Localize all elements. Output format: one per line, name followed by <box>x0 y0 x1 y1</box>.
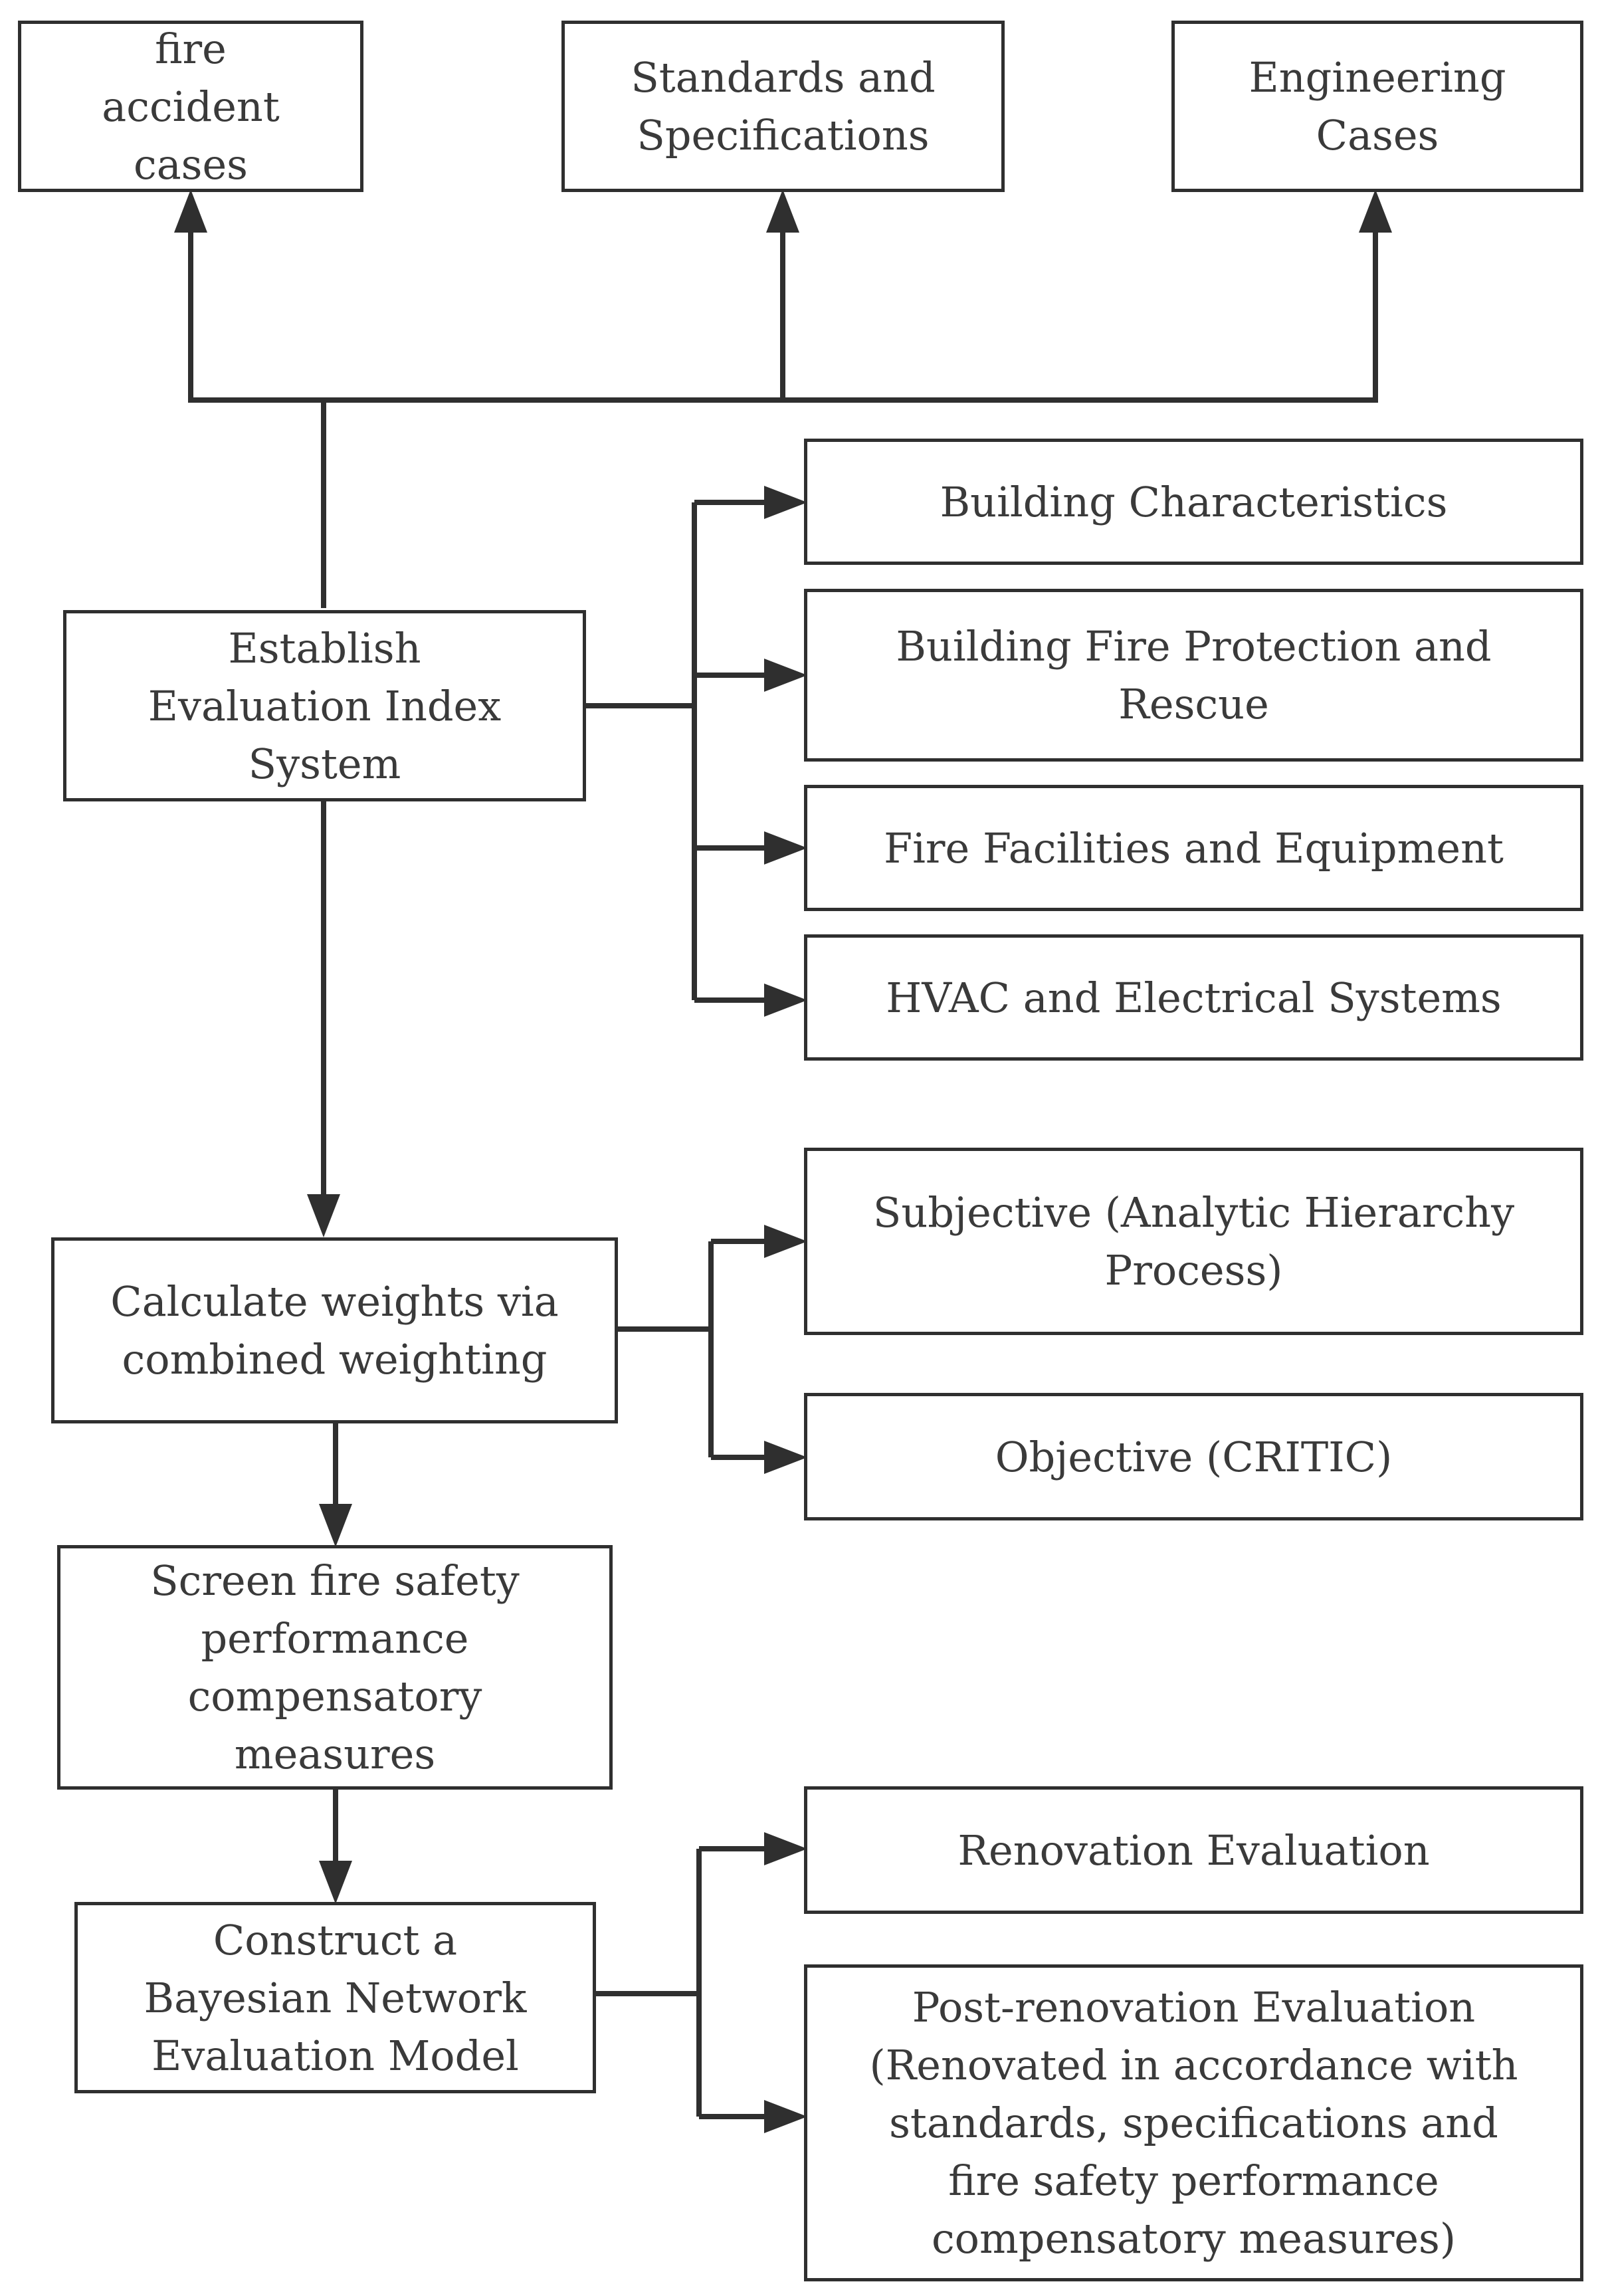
renovation-evaluation-box: Renovation Evaluation <box>804 1786 1583 1914</box>
arrowhead-down-bayesian <box>319 1861 352 1904</box>
establish-index-system-label: Establish Evaluation Index System <box>148 623 502 788</box>
fire-accident-cases-label: fire accident cases <box>102 24 280 189</box>
subjective-ahp-label: Subjective (Analytic Hierarchy Process) <box>872 1188 1515 1295</box>
arrowhead-right-building-characteristics <box>764 486 807 519</box>
hvac-electrical-label: HVAC and Electrical Systems <box>886 973 1502 1022</box>
connector-bus-to-standards <box>191 229 785 403</box>
engineering-cases-label: Engineering Cases <box>1249 53 1506 159</box>
building-characteristics-label: Building Characteristics <box>940 477 1448 526</box>
arrowhead-right-renovation-eval <box>764 1832 807 1865</box>
arrowhead-right-subjective <box>764 1225 807 1258</box>
fire-facilities-box: Fire Facilities and Equipment <box>804 785 1583 911</box>
objective-critic-label: Objective (CRITIC) <box>995 1432 1393 1481</box>
post-renovation-evaluation-label: Post-renovation Evaluation (Renovated in… <box>869 1983 1518 2263</box>
connector-bus-to-engineering <box>783 229 1378 403</box>
fire-accident-cases-box: fire accident cases <box>18 21 363 192</box>
arrowhead-down-weighting <box>307 1194 340 1237</box>
bayesian-network-model-label: Construct a Bayesian Network Evaluation … <box>144 1915 527 2080</box>
post-renovation-evaluation-box: Post-renovation Evaluation (Renovated in… <box>804 1964 1583 2281</box>
arrowhead-up-fire-cases <box>174 189 207 233</box>
screen-compensatory-measures-label: Screen fire safety performance compensat… <box>150 1556 520 1778</box>
standards-specifications-box: Standards and Specifications <box>561 21 1005 192</box>
combined-weighting-label: Calculate weights via combined weighting <box>110 1277 559 1384</box>
combined-weighting-box: Calculate weights via combined weighting <box>51 1237 618 1423</box>
arrowhead-up-standards <box>766 189 799 233</box>
engineering-cases-box: Engineering Cases <box>1171 21 1583 192</box>
arrowhead-right-post-renovation-eval <box>764 2100 807 2133</box>
building-characteristics-box: Building Characteristics <box>804 439 1583 565</box>
renovation-evaluation-label: Renovation Evaluation <box>957 1826 1430 1875</box>
establish-index-system-box: Establish Evaluation Index System <box>63 610 586 801</box>
screen-compensatory-measures-box: Screen fire safety performance compensat… <box>57 1545 613 1790</box>
connector-index-to-sources <box>188 229 326 608</box>
arrowhead-up-engineering <box>1359 189 1392 233</box>
objective-critic-box: Objective (CRITIC) <box>804 1393 1583 1520</box>
subjective-ahp-box: Subjective (Analytic Hierarchy Process) <box>804 1148 1583 1335</box>
building-fire-protection-box: Building Fire Protection and Rescue <box>804 589 1583 762</box>
fire-facilities-label: Fire Facilities and Equipment <box>884 823 1504 873</box>
arrowhead-right-fire-protection <box>764 659 807 692</box>
hvac-electrical-box: HVAC and Electrical Systems <box>804 934 1583 1061</box>
arrowhead-right-hvac <box>764 984 807 1017</box>
standards-specifications-label: Standards and Specifications <box>631 53 936 159</box>
arrowhead-down-screening <box>319 1504 352 1547</box>
arrowhead-right-objective <box>764 1441 807 1474</box>
building-fire-protection-label: Building Fire Protection and Rescue <box>896 622 1492 728</box>
arrowhead-right-fire-facilities <box>764 831 807 865</box>
bayesian-network-model-box: Construct a Bayesian Network Evaluation … <box>74 1902 596 2093</box>
